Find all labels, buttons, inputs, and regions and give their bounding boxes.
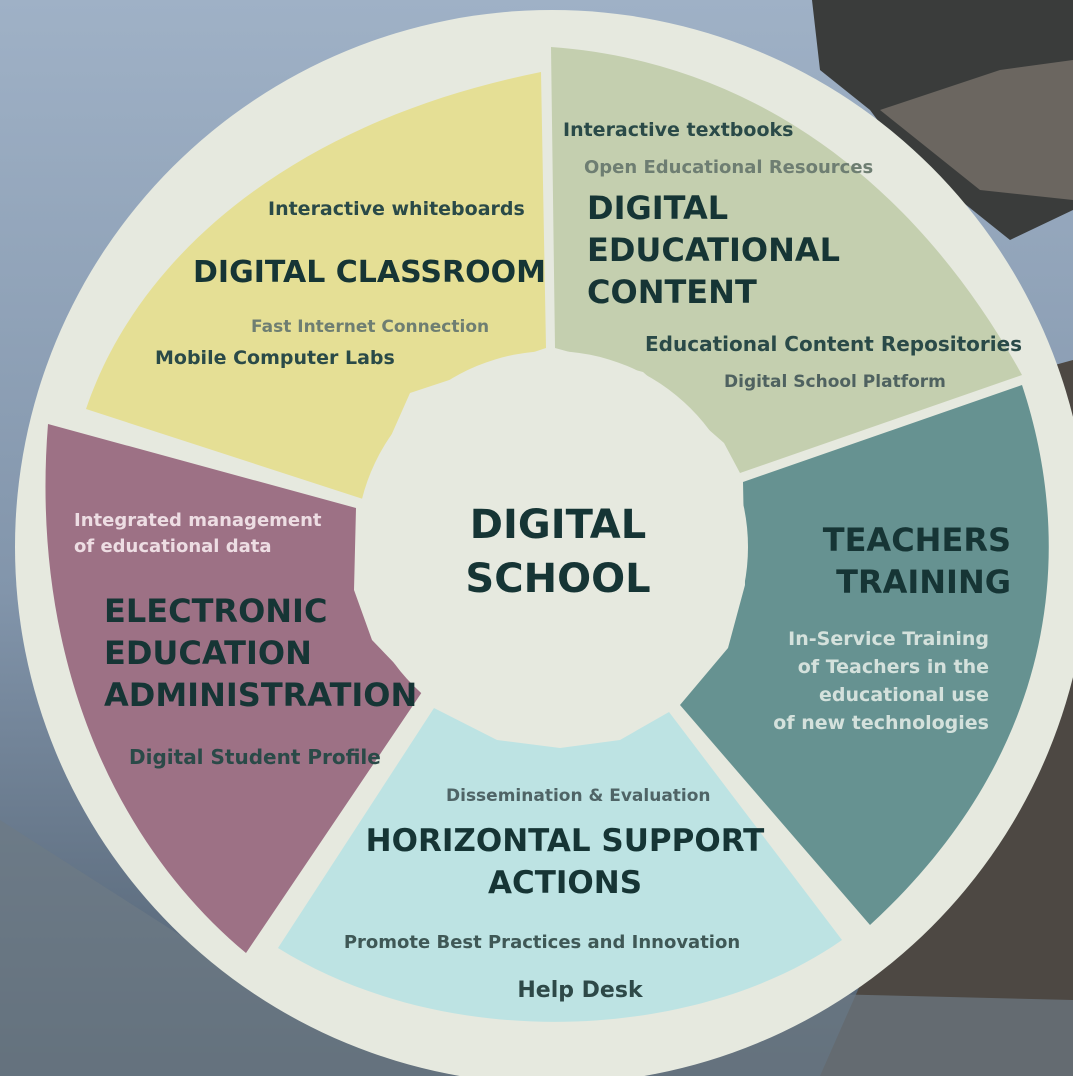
classroom-item-interactive-whiteboards: Interactive whiteboards — [268, 198, 525, 220]
support-title-line-1: HORIZONTAL SUPPORT — [365, 823, 765, 859]
classroom-title: DIGITAL CLASSROOM — [193, 255, 546, 290]
center-title-line-2: SCHOOL — [465, 556, 651, 602]
rock-top-right — [812, 0, 1073, 240]
admin-title-line-1: ELECTRONIC — [104, 592, 328, 630]
training-title-line-2: TRAINING — [836, 563, 1011, 601]
center-circle — [356, 351, 748, 743]
content-item-interactive-textbooks: Interactive textbooks — [563, 119, 794, 141]
content-item-repositories: Educational Content Repositories — [645, 332, 1023, 356]
support-item-best-practices: Promote Best Practices and Innovation — [343, 932, 741, 953]
support-item-dissemination: Dissemination & Evaluation — [446, 786, 711, 806]
segment-electronic-education-administration — [45, 424, 422, 953]
admin-item-student-profile: Digital Student Profile — [129, 745, 381, 769]
training-title-line-1: TEACHERS — [822, 521, 1011, 559]
classroom-item-fast-internet: Fast Internet Connection — [251, 317, 490, 337]
classroom-item-mobile-labs: Mobile Computer Labs — [155, 347, 395, 369]
support-title-line-2: ACTIONS — [487, 865, 643, 901]
segment-teachers-training — [680, 385, 1049, 925]
segment-digital-educational-content — [551, 47, 1022, 473]
content-title-line-1: DIGITAL — [587, 189, 729, 227]
center-title-line-1: DIGITAL — [469, 502, 647, 548]
segment-digital-classroom — [86, 72, 546, 499]
training-item-line-1: In-Service Training — [788, 628, 989, 650]
segment-horizontal-support-actions — [278, 708, 842, 1022]
training-item-line-3: educational use — [819, 684, 989, 706]
admin-item-integrated-line-1: Integrated management — [74, 510, 322, 531]
admin-title-line-3: ADMINISTRATION — [104, 676, 418, 714]
content-title-line-2: EDUCATIONAL — [587, 231, 841, 269]
support-item-help-desk: Help Desk — [517, 978, 643, 1003]
content-title-line-3: CONTENT — [587, 273, 757, 311]
admin-title-line-2: EDUCATION — [104, 634, 312, 672]
training-item-line-4: of new technologies — [773, 712, 989, 734]
admin-item-integrated-line-2: of educational data — [74, 536, 272, 557]
training-item-line-2: of Teachers in the — [797, 656, 989, 678]
content-item-digital-school-platform: Digital School Platform — [724, 372, 946, 392]
content-item-open-educational-resources: Open Educational Resources — [584, 157, 874, 178]
